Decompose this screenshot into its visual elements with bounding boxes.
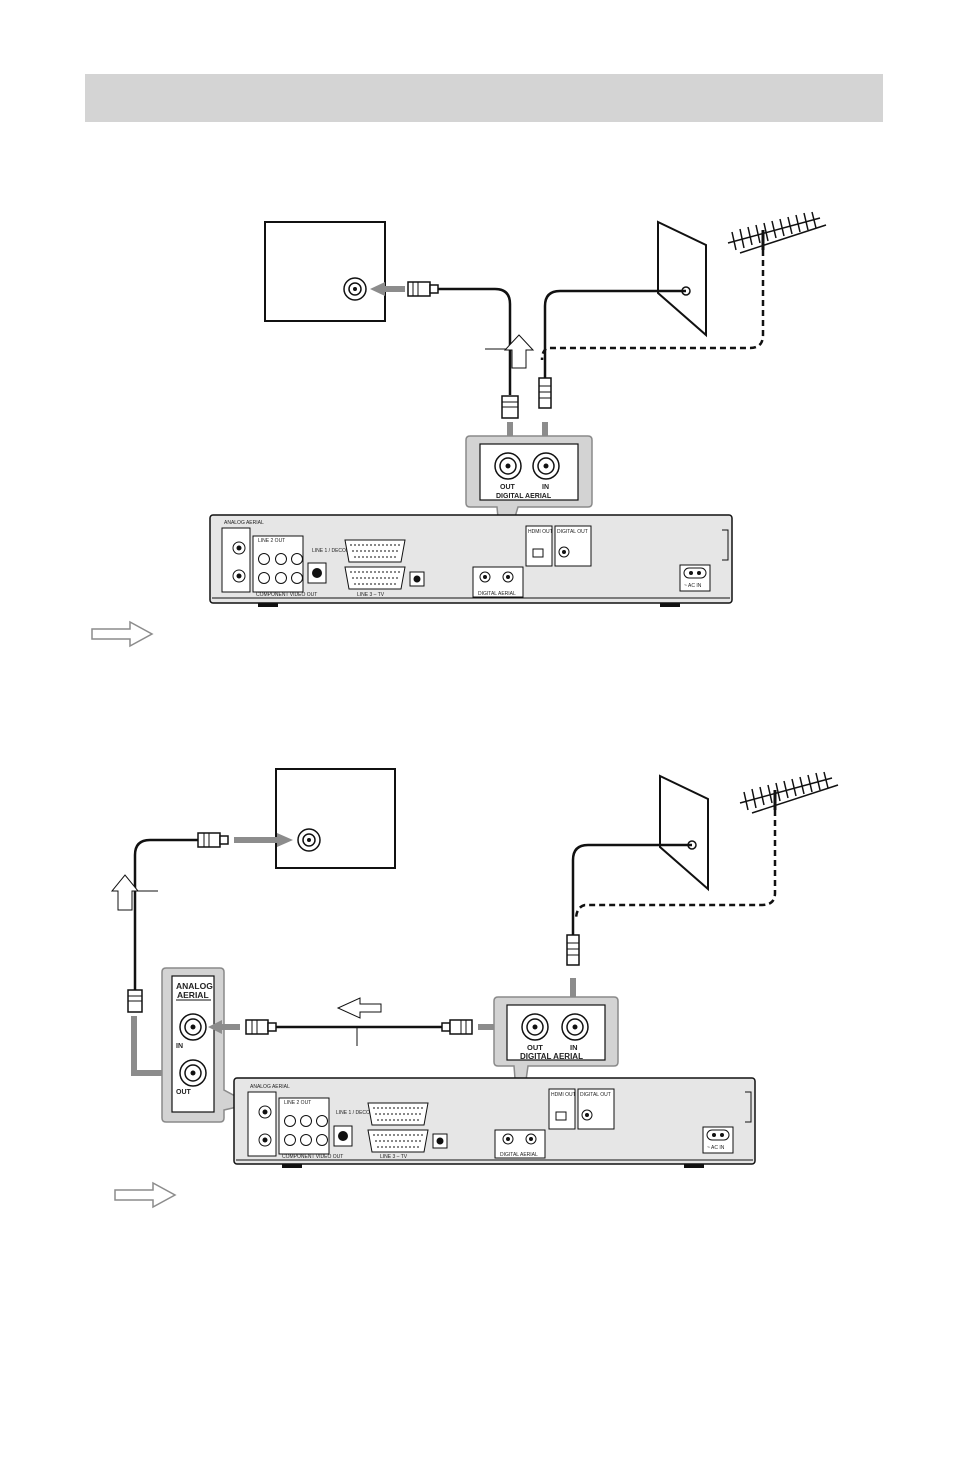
- digital-out-tiny-b: DIGITAL OUT: [580, 1092, 611, 1098]
- analog-title-2: AERIAL: [177, 990, 209, 1000]
- line1-tiny-a: LINE 1 / DECODER: [312, 548, 357, 554]
- plug-tv-b: [197, 832, 229, 848]
- out-label-a: OUT: [500, 484, 516, 491]
- tv-aerial-socket-b: [297, 828, 321, 852]
- out-jack-b: [521, 1013, 549, 1041]
- in-label-a: IN: [542, 484, 549, 491]
- analog-out-jack: [179, 1059, 207, 1087]
- arrow-into-tv: [370, 282, 405, 296]
- line1-tiny-b: LINE 1 / DECODER: [336, 1110, 381, 1116]
- in-jack-b: [561, 1013, 589, 1041]
- component-video-tiny-a: COMPONENT VIDEO OUT: [256, 592, 317, 598]
- line2-out-tiny-a: LINE 2 OUT: [258, 538, 285, 544]
- dashed-cable-antenna-b: [574, 800, 777, 921]
- analog-aerial-tiny-a: ANALOG AERIAL: [224, 520, 264, 526]
- plug-out: [501, 395, 519, 419]
- arrow-into-tv-b: [234, 833, 293, 847]
- cable-tv-to-out: [438, 287, 512, 395]
- digital-out-tiny-a: DIGITAL OUT: [557, 529, 588, 535]
- plug-analog-out: [127, 989, 143, 1013]
- section-header-bar: [85, 74, 883, 122]
- ac-in-tiny-a: ~ AC IN: [684, 583, 702, 589]
- line2-out-tiny-b: LINE 2 OUT: [284, 1100, 311, 1106]
- analog-in-label: IN: [176, 1043, 183, 1050]
- tv-box-b: [275, 768, 396, 869]
- tv-aerial-socket: [343, 277, 367, 301]
- signal-flow-arrow-legend-b: [114, 1181, 177, 1209]
- cable-tv-to-analog-out: [133, 838, 198, 990]
- recorder-rear-b: ANALOG AERIAL LINE 2 OUT COMPONENT VIDEO…: [233, 1077, 756, 1168]
- line3-tiny-a: LINE 3 – TV: [357, 592, 385, 598]
- out-jack-a: [494, 452, 522, 480]
- digital-aerial-title-a: DIGITAL AERIAL: [496, 493, 552, 500]
- signal-flow-arrow-legend-a: [91, 620, 154, 648]
- in-label-b: IN: [570, 1043, 578, 1052]
- line3-tiny-b: LINE 3 – TV: [380, 1154, 408, 1160]
- analog-out-label: OUT: [176, 1089, 192, 1096]
- hdmi-tiny-b: HDMI OUT: [551, 1092, 576, 1098]
- digital-aerial-panel-b: OUT IN DIGITAL AERIAL: [493, 996, 619, 1131]
- recorder-rear-a: ANALOG AERIAL LINE 2 OUT COMPONENT VIDEO…: [209, 514, 733, 607]
- analog-aerial-tiny-b: ANALOG AERIAL: [250, 1084, 290, 1090]
- plug-tv: [407, 281, 439, 297]
- in-jack-a: [532, 452, 560, 480]
- digital-aerial-panel-a: OUT IN DIGITAL AERIAL: [465, 435, 593, 561]
- ac-in-tiny-b: ~ AC IN: [707, 1145, 725, 1151]
- arrow-into-analog-in: [208, 1020, 240, 1034]
- plug-in-b: [566, 934, 580, 966]
- jumper-cable: [245, 1019, 473, 1035]
- cable-direction-arrow-a: [503, 334, 535, 369]
- digital-aerial-title-b: DIGITAL AERIAL: [520, 1052, 583, 1061]
- digital-aerial-tiny-a: DIGITAL AERIAL: [478, 591, 516, 597]
- antenna-b: [739, 771, 839, 814]
- tv-box: [264, 221, 386, 322]
- digital-aerial-tiny-b: DIGITAL AERIAL: [500, 1152, 538, 1158]
- jumper-direction-arrow: [336, 997, 382, 1019]
- hdmi-tiny-a: HDMI OUT: [528, 529, 553, 535]
- out-label-b: OUT: [527, 1043, 543, 1052]
- wall-outlet: [657, 220, 707, 338]
- diagram-a: OUT IN DIGITAL AERIAL ANALOG AERIAL LINE…: [91, 211, 827, 648]
- cable-direction-arrow-b: [110, 874, 140, 911]
- plug-in: [538, 377, 552, 409]
- antenna-a: [727, 211, 827, 254]
- cable-wall-to-in-b: [571, 843, 692, 935]
- wall-outlet-b: [659, 774, 709, 892]
- analog-title-1: ANALOG: [176, 981, 213, 991]
- component-video-tiny-b: COMPONENT VIDEO OUT: [282, 1154, 343, 1160]
- diagram-b: ANALOG AERIAL IN OUT: [110, 768, 839, 1209]
- analog-aerial-panel: ANALOG AERIAL IN OUT: [161, 967, 253, 1123]
- dashed-cable-antenna-a: [540, 240, 765, 361]
- cable-wall-to-in: [543, 289, 686, 378]
- analog-in-jack: [179, 1013, 207, 1041]
